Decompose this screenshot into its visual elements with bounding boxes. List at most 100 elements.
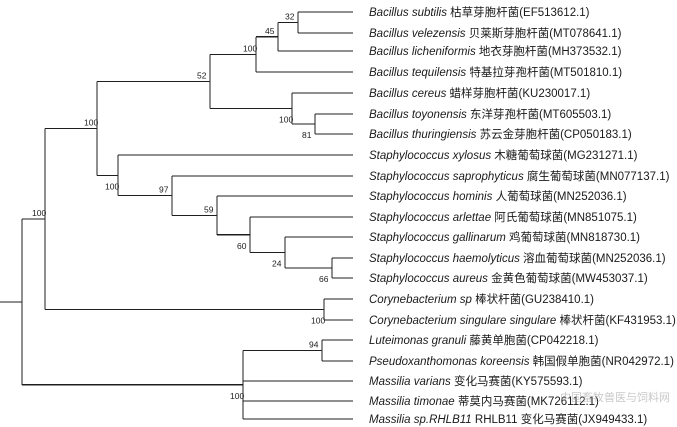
- leaf-accession: (MT078641.1): [549, 28, 621, 40]
- leaf-species: Bacillus cereus: [369, 88, 447, 100]
- bootstrap-label: 24: [272, 259, 282, 269]
- bootstrap-label: 97: [159, 185, 169, 195]
- leaf-label: Bacillus velezensis 贝莱斯芽胞杆菌(MT078641.1): [369, 26, 622, 40]
- leaf-species: Luteimonas granuli: [369, 335, 467, 347]
- leaf-common-name: 人葡萄球菌: [492, 189, 553, 203]
- leaf-label: Staphylococcus aureus 金黄色葡萄球菌(MW453037.1…: [369, 271, 648, 285]
- leaf-species: Bacillus tequilensis: [369, 67, 466, 79]
- bootstrap-label: 52: [197, 70, 207, 80]
- leaf-common-name: RHLB11 变化马赛菌: [472, 412, 579, 426]
- leaf-accession: (MW453037.1): [572, 273, 648, 285]
- leaf-label: Staphylococcus xylosus 木糖葡萄球菌(MG231271.1…: [369, 148, 638, 162]
- leaf-species: Bacillus licheniformis: [369, 46, 476, 58]
- leaf-accession: (MK726112.1): [527, 396, 599, 408]
- leaf-label: Bacillus tequilensis 特基拉芽孢杆菌(MT501810.1): [369, 65, 622, 79]
- leaf-accession: (MT501810.1): [550, 67, 622, 79]
- leaf-accession: (KU230017.1): [519, 88, 591, 100]
- leaf-common-name: 腐生葡萄球菌: [524, 169, 596, 183]
- leaf-species: Staphylococcus aureus: [369, 273, 488, 285]
- bootstrap-label: 100: [105, 181, 119, 191]
- bootstrap-label: 32: [285, 12, 295, 22]
- leaf-label: Luteimonas granuli 藤黄单胞菌(CP042218.1): [369, 333, 599, 347]
- leaf-accession: (CP042218.1): [527, 335, 599, 347]
- leaf-label: Bacillus cereus 蜡样芽胞杆菌(KU230017.1): [369, 86, 590, 100]
- leaf-label: Staphylococcus gallinarum 鸡葡萄球菌(MN818730…: [369, 230, 640, 244]
- leaf-species: Bacillus toyonensis: [369, 109, 467, 121]
- leaf-accession: (MT605503.1): [539, 109, 611, 121]
- leaf-common-name: 藤黄单胞菌: [466, 333, 527, 347]
- leaf-label: Bacillus subtilis 枯草芽胞杆菌(EF513612.1): [369, 5, 590, 19]
- leaf-label: Staphylococcus saprophyticus 腐生葡萄球菌(MN07…: [369, 169, 670, 183]
- bootstrap-label: 45: [265, 26, 275, 36]
- leaf-species: Staphylococcus xylosus: [369, 150, 491, 162]
- bootstrap-label: 100: [230, 391, 244, 401]
- leaf-label: Corynebacterium singulare singulare 棒状杆菌…: [369, 313, 676, 327]
- bootstrap-label: 81: [302, 130, 312, 140]
- leaf-common-name: 鸡葡萄球菌: [506, 230, 567, 244]
- leaf-species: Bacillus thuringiensis: [369, 129, 477, 141]
- leaf-common-name: 木糖葡萄球菌: [491, 148, 563, 162]
- bootstrap-label: 60: [237, 241, 247, 251]
- leaf-accession: (MH373532.1): [548, 46, 622, 58]
- leaf-accession: (JX949433.1): [578, 414, 647, 426]
- leaf-labels: Bacillus subtilis 枯草芽胞杆菌(EF513612.1)Baci…: [369, 5, 676, 426]
- tree-branches: [0, 11, 353, 420]
- leaf-label: Corynebacterium sp 棒状杆菌(GU238410.1): [369, 292, 594, 306]
- leaf-species: Corynebacterium singulare singulare: [369, 315, 556, 327]
- leaf-label: Massilia timonae 蒂莫内马赛菌(MK726112.1): [369, 394, 599, 408]
- leaf-species: Staphylococcus saprophyticus: [369, 171, 524, 183]
- leaf-accession: (MN851075.1): [563, 212, 637, 224]
- leaf-label: Staphylococcus hominis 人葡萄球菌(MN252036.1): [369, 189, 627, 203]
- leaf-common-name: 蒂莫内马赛菌: [455, 394, 527, 408]
- leaf-label: Pseudoxanthomonas koreensis 韩国假单胞菌(NR042…: [369, 354, 674, 368]
- leaf-common-name: 枯草芽胞杆菌: [447, 5, 519, 19]
- leaf-accession: (MG231271.1): [563, 150, 637, 162]
- bootstrap-labels: 32 45 100 52 100 81 100 100 97 59 60 24 66 100 94 100 10…: [32, 12, 329, 401]
- leaf-accession: (KY575593.1): [512, 376, 583, 388]
- leaf-common-name: 棒状杆菌: [472, 292, 521, 306]
- leaf-label: Bacillus thuringiensis 苏云金芽胞杆菌(CP050183.…: [369, 127, 632, 141]
- bootstrap-label: 94: [309, 340, 319, 350]
- leaf-species: Bacillus subtilis: [369, 7, 447, 19]
- leaf-common-name: 苏云金芽胞杆菌: [476, 127, 560, 141]
- leaf-label: Bacillus licheniformis 地衣芽胞杆菌(MH373532.1…: [369, 44, 622, 58]
- leaf-accession: (MN818730.1): [567, 232, 641, 244]
- leaf-species: Staphylococcus arlettae: [369, 212, 491, 224]
- leaf-accession: (KF431953.1): [606, 315, 676, 327]
- leaf-species: Bacillus velezensis: [369, 28, 466, 40]
- watermark: 中国畜牧兽医与饲料网: [560, 390, 670, 404]
- leaf-common-name: 蜡样芽胞杆菌: [446, 86, 518, 100]
- bootstrap-label: 100: [311, 316, 325, 326]
- leaf-common-name: 地衣芽胞杆菌: [476, 44, 548, 58]
- leaf-label: Bacillus toyonensis 东洋芽孢杆菌(MT605503.1): [369, 107, 611, 121]
- leaf-common-name: 特基拉芽孢杆菌: [466, 65, 550, 79]
- leaf-common-name: 棒状杆菌: [556, 313, 605, 327]
- bootstrap-label: 100: [243, 43, 257, 53]
- bootstrap-label: 100: [32, 208, 46, 218]
- bootstrap-label: 100: [84, 117, 98, 127]
- bootstrap-label: 100: [279, 115, 293, 125]
- leaf-species: Corynebacterium sp: [369, 294, 473, 306]
- leaf-accession: (GU238410.1): [521, 294, 594, 306]
- leaf-species: Staphylococcus gallinarum: [369, 232, 506, 244]
- leaf-accession: (MN252036.1): [592, 253, 666, 265]
- leaf-label: Massilia sp.RHLB11 RHLB11 变化马赛菌(JX949433…: [369, 412, 647, 426]
- leaf-species: Staphylococcus haemolyticus: [369, 253, 520, 265]
- leaf-common-name: 贝莱斯芽胞杆菌: [466, 26, 550, 40]
- leaf-species: Massilia varians: [369, 376, 451, 388]
- leaf-label: Staphylococcus arlettae 阿氏葡萄球菌(MN851075.…: [369, 210, 637, 224]
- bootstrap-label: 59: [204, 204, 214, 214]
- bootstrap-label: 66: [319, 274, 329, 284]
- leaf-common-name: 韩国假单胞菌: [529, 354, 601, 368]
- leaf-label: Massilia varians 变化马赛菌(KY575593.1): [369, 374, 583, 388]
- leaf-common-name: 变化马赛菌: [451, 374, 512, 388]
- leaf-species: Massilia timonae: [369, 396, 455, 408]
- leaf-accession: (MN252036.1): [553, 191, 627, 203]
- leaf-label: Staphylococcus haemolyticus 溶血葡萄球菌(MN252…: [369, 251, 666, 265]
- leaf-species: Pseudoxanthomonas koreensis: [369, 356, 530, 368]
- leaf-accession: (CP050183.1): [560, 129, 632, 141]
- leaf-species: Staphylococcus hominis: [369, 191, 493, 203]
- leaf-common-name: 阿氏葡萄球菌: [491, 210, 563, 224]
- leaf-common-name: 东洋芽孢杆菌: [467, 107, 539, 121]
